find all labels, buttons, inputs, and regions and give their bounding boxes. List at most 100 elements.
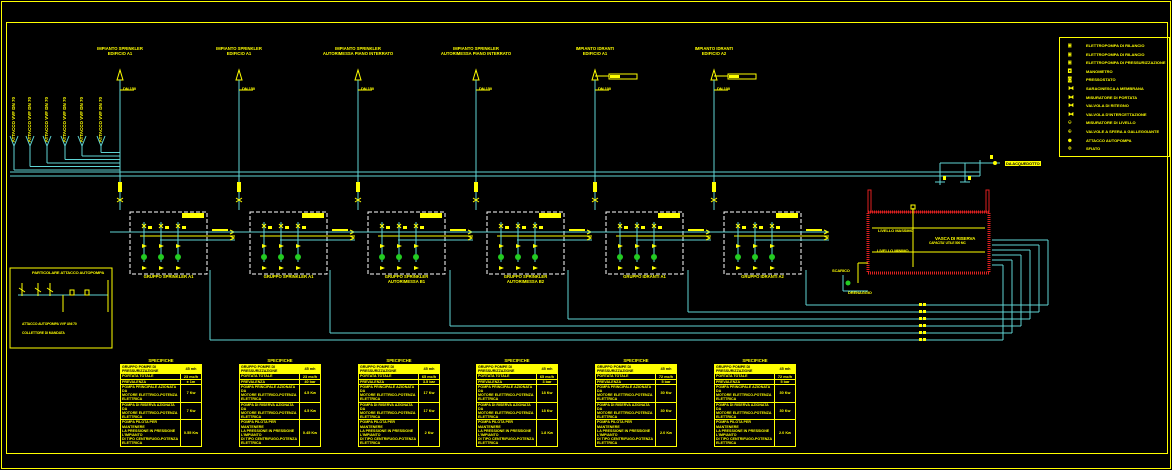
detail-note: ATTACCO AUTOPOMPA VVF UNI 70 bbox=[22, 322, 77, 326]
spec-table-row: POMPA PILOTA PER MANTENERE LA PRESSIONE … bbox=[240, 420, 320, 446]
pump-icon bbox=[617, 254, 623, 260]
station-tag bbox=[420, 213, 442, 218]
gauge-icon bbox=[759, 226, 763, 229]
spec-key: GRUPPO POMPE DI PRESSURIZZAZIONE bbox=[240, 365, 300, 374]
spec-value: 40 bar bbox=[304, 379, 316, 384]
spec-value: 45 mh bbox=[185, 367, 197, 372]
spec-key: POMPA PILOTA PER MANTENERE LA PRESSIONE … bbox=[240, 420, 300, 446]
valve-icon bbox=[752, 223, 758, 229]
station-boundary bbox=[249, 211, 328, 275]
detail-valve-icon bbox=[46, 283, 54, 296]
check-valve-icon bbox=[414, 244, 419, 248]
spec-table-title: SPECIFICHE bbox=[504, 358, 530, 363]
tank-level-min: LIVELLO MINIMO bbox=[877, 248, 909, 253]
foot-valve-icon bbox=[397, 266, 402, 270]
gauge-icon bbox=[165, 226, 169, 229]
gauge-icon bbox=[386, 226, 390, 229]
legend-item: ⧓ VALVOLA DI RITEGNO bbox=[1060, 102, 1169, 110]
valve-icon bbox=[919, 331, 922, 334]
fire-connection-label: ATTACCO VVF DN 70 bbox=[27, 97, 32, 143]
pump-icon bbox=[295, 254, 301, 260]
spec-value: 45 mh bbox=[660, 367, 672, 372]
spec-table-title: SPECIFICHE bbox=[623, 358, 649, 363]
spec-table-row: POMPA DI RISERVA AZIONATA DA MOTORE ELET… bbox=[359, 402, 439, 421]
pump-icon bbox=[634, 254, 640, 260]
spec-value: 23 mc/h bbox=[302, 374, 318, 379]
legend-label: MISURATORE DI PORTATA bbox=[1086, 94, 1138, 100]
spec-table-row: POMPA PRINCIPALE AZIONATA DA MOTORE ELET… bbox=[477, 384, 557, 403]
gauge-icon bbox=[624, 226, 628, 229]
pump-icon bbox=[735, 254, 741, 260]
spec-value: 2.0 Kw bbox=[778, 431, 792, 436]
check-valve-icon bbox=[770, 244, 775, 248]
spec-key: POMPA PRINCIPALE AZIONATA DA MOTORE ELET… bbox=[596, 384, 656, 402]
riser-label-line1: IMPIANTO SPRINKLER bbox=[453, 46, 499, 51]
legend-label: VALVOLA DI RITEGNO bbox=[1086, 103, 1129, 109]
spec-value: ± 1m bbox=[186, 379, 196, 384]
foot-valve-icon bbox=[176, 266, 181, 270]
legend-item: ◙PRESSOSTATO bbox=[1060, 76, 1169, 84]
spec-key: POMPA PILOTA PER MANTENERE LA PRESSIONE … bbox=[359, 420, 419, 446]
spec-table-title: SPECIFICHE bbox=[742, 358, 768, 363]
spec-value: 2.0 Kw bbox=[659, 431, 673, 436]
pump-icon bbox=[498, 254, 504, 260]
pump-icon bbox=[141, 254, 147, 260]
vvf-tag-fill bbox=[610, 75, 620, 78]
foot-valve-icon bbox=[635, 266, 640, 270]
station-label: GRUPPO SPRINKLER A1 bbox=[130, 274, 207, 280]
spec-key: POMPA PRINCIPALE AZIONATA DA MOTORE ELET… bbox=[240, 384, 300, 402]
spec-key: POMPA DI RISERVA AZIONATA DA MOTORE ELET… bbox=[240, 402, 300, 420]
check-valve-icon bbox=[116, 197, 124, 203]
valve-icon bbox=[735, 223, 741, 229]
spec-table-row: POMPA PILOTA PER MANTENERE LA PRESSIONE … bbox=[477, 420, 557, 446]
riser-label-line2: EDIFICIO A1 bbox=[107, 50, 133, 56]
gauge-icon bbox=[302, 226, 306, 229]
valve-icon bbox=[919, 324, 922, 327]
station-label-line1: GRUPPO SPRINKLER bbox=[384, 274, 429, 279]
riser-label-line2: EDIFICIO A1 bbox=[582, 50, 608, 56]
legend-item: ⊖MISURATORE DI LIVELLO bbox=[1060, 119, 1169, 127]
valve-icon: ⧓ bbox=[1068, 110, 1074, 118]
riser-arrow-icon bbox=[116, 68, 124, 81]
foot-valve-icon bbox=[279, 266, 284, 270]
spec-key: PORTATA TOTALE bbox=[121, 374, 181, 379]
valve-icon bbox=[498, 223, 504, 229]
pump-icon bbox=[413, 254, 419, 260]
detail-note: COLLETTORE DI MANDATA bbox=[22, 331, 65, 335]
check-valve-icon bbox=[235, 197, 243, 203]
check-valve-icon bbox=[753, 244, 758, 248]
pump-icon bbox=[379, 254, 385, 260]
valve-icon bbox=[515, 223, 521, 229]
spec-key: PORTATA TOTALE bbox=[240, 374, 300, 379]
riser-valve-icon bbox=[712, 182, 716, 192]
fire-connection-label: ATTACCO VVF DN 70 bbox=[62, 97, 67, 143]
legend-item: ▣ELETTROPOMPA DI PRESSURIZZAZIONE bbox=[1060, 59, 1169, 67]
station-tag bbox=[302, 213, 324, 218]
station-label: GRUPPO IDRANTI A1 bbox=[606, 274, 683, 280]
legend-item: ▣ELETTROPOMPA DI RILANCIO bbox=[1060, 51, 1169, 59]
pump-icon bbox=[278, 254, 284, 260]
legend-label: VALVOLE A SFERA A GALLEGGIANTE bbox=[1086, 129, 1160, 134]
riser-arrow-icon bbox=[710, 68, 718, 81]
valve-icon: ⧓ bbox=[1068, 102, 1074, 110]
valve-icon bbox=[396, 223, 402, 229]
foot-valve-icon bbox=[516, 266, 521, 270]
spec-key: PREVALENZA bbox=[240, 379, 300, 384]
vent-icon: ⊗ bbox=[1068, 145, 1072, 153]
check-valve-icon bbox=[262, 244, 267, 248]
level-gauge-icon bbox=[910, 204, 916, 210]
spec-table-row: POMPA DI RISERVA AZIONATA DA MOTORE ELET… bbox=[596, 402, 676, 421]
spec-table-title: SPECIFICHE bbox=[267, 358, 293, 363]
